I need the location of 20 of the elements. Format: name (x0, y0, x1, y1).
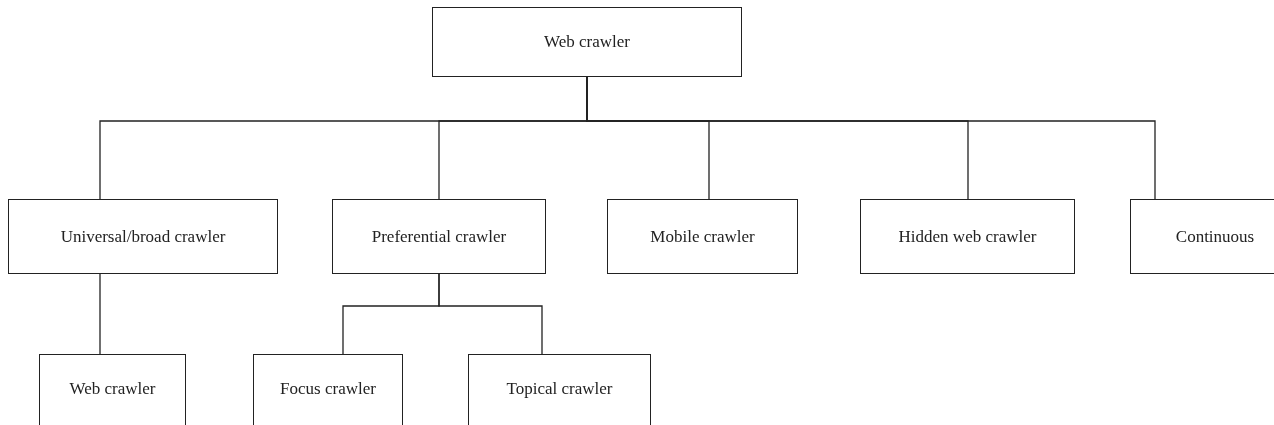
box-label: Mobile crawler (650, 226, 755, 247)
box-label: Web crawler (544, 32, 630, 52)
category-box (253, 354, 403, 425)
category-box (860, 199, 1075, 274)
box-label: Focus crawler (280, 379, 376, 399)
box-label: Topical crawler (506, 379, 613, 399)
box-label: Hidden web crawler (898, 226, 1037, 247)
category-box (8, 199, 278, 274)
category-box (607, 199, 798, 274)
category-box (39, 354, 186, 425)
category-box (1130, 199, 1274, 274)
category-box (468, 354, 651, 425)
connector-line (99, 273, 101, 355)
category-box (432, 7, 742, 77)
box-label: Continuous (1175, 226, 1255, 247)
category-box (332, 199, 546, 274)
box-label: Preferential crawler (371, 226, 507, 247)
box-label: Universal/broad crawler (60, 226, 226, 247)
box-label: Web crawler (69, 379, 156, 399)
connector-line (438, 273, 543, 355)
